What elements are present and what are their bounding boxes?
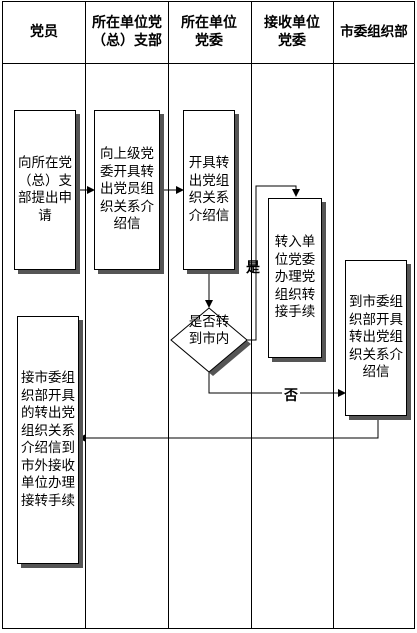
node-external-text: 接市委组织部开具的转出党组织关系介绍信到市外接收单位办理接转手续 bbox=[21, 370, 75, 509]
edge-city-to-external bbox=[78, 416, 379, 442]
edge-decision-yes bbox=[247, 185, 300, 341]
lane-header-committee: 所在单位党委 bbox=[181, 15, 237, 49]
lane-header-member: 党员 bbox=[30, 24, 58, 40]
edge-label-no: 否 bbox=[282, 385, 300, 405]
node-decision-text: 是否转到市内 bbox=[188, 314, 230, 347]
node-city-issue: 到市委组织部开具转出党组织关系介绍信 bbox=[345, 260, 407, 416]
node-city-issue-text: 到市委组织部开具转出党组织关系介绍信 bbox=[349, 294, 403, 381]
node-branch-issue-text: 向上级党委开具转出党员组织关系介绍信 bbox=[100, 146, 154, 233]
node-receive: 转入单位党委办理党组织转接手续 bbox=[268, 198, 322, 358]
lane-header-branch: 所在单位党（总）支部 bbox=[92, 15, 162, 49]
node-branch-issue: 向上级党委开具转出党员组织关系介绍信 bbox=[94, 110, 160, 270]
node-external: 接市委组织部开具的转出党组织关系介绍信到市外接收单位办理接转手续 bbox=[17, 316, 79, 564]
edge-decision-no bbox=[208, 372, 346, 397]
node-apply-text: 向所在党（总）支部提出申请 bbox=[18, 155, 72, 224]
node-committee-issue: 开具转出党组织关系介绍信 bbox=[183, 110, 235, 270]
decision-diamond bbox=[170, 307, 248, 373]
lane-header-city: 市委组织部 bbox=[340, 24, 408, 40]
lane-header-receiving: 接收单位党委 bbox=[264, 15, 320, 49]
edge-label-yes: 是 bbox=[246, 260, 260, 276]
node-receive-text: 转入单位党委办理党组织转接手续 bbox=[274, 234, 316, 321]
node-committee-issue-text: 开具转出党组织关系介绍信 bbox=[188, 155, 230, 224]
node-apply: 向所在党（总）支部提出申请 bbox=[14, 110, 76, 270]
